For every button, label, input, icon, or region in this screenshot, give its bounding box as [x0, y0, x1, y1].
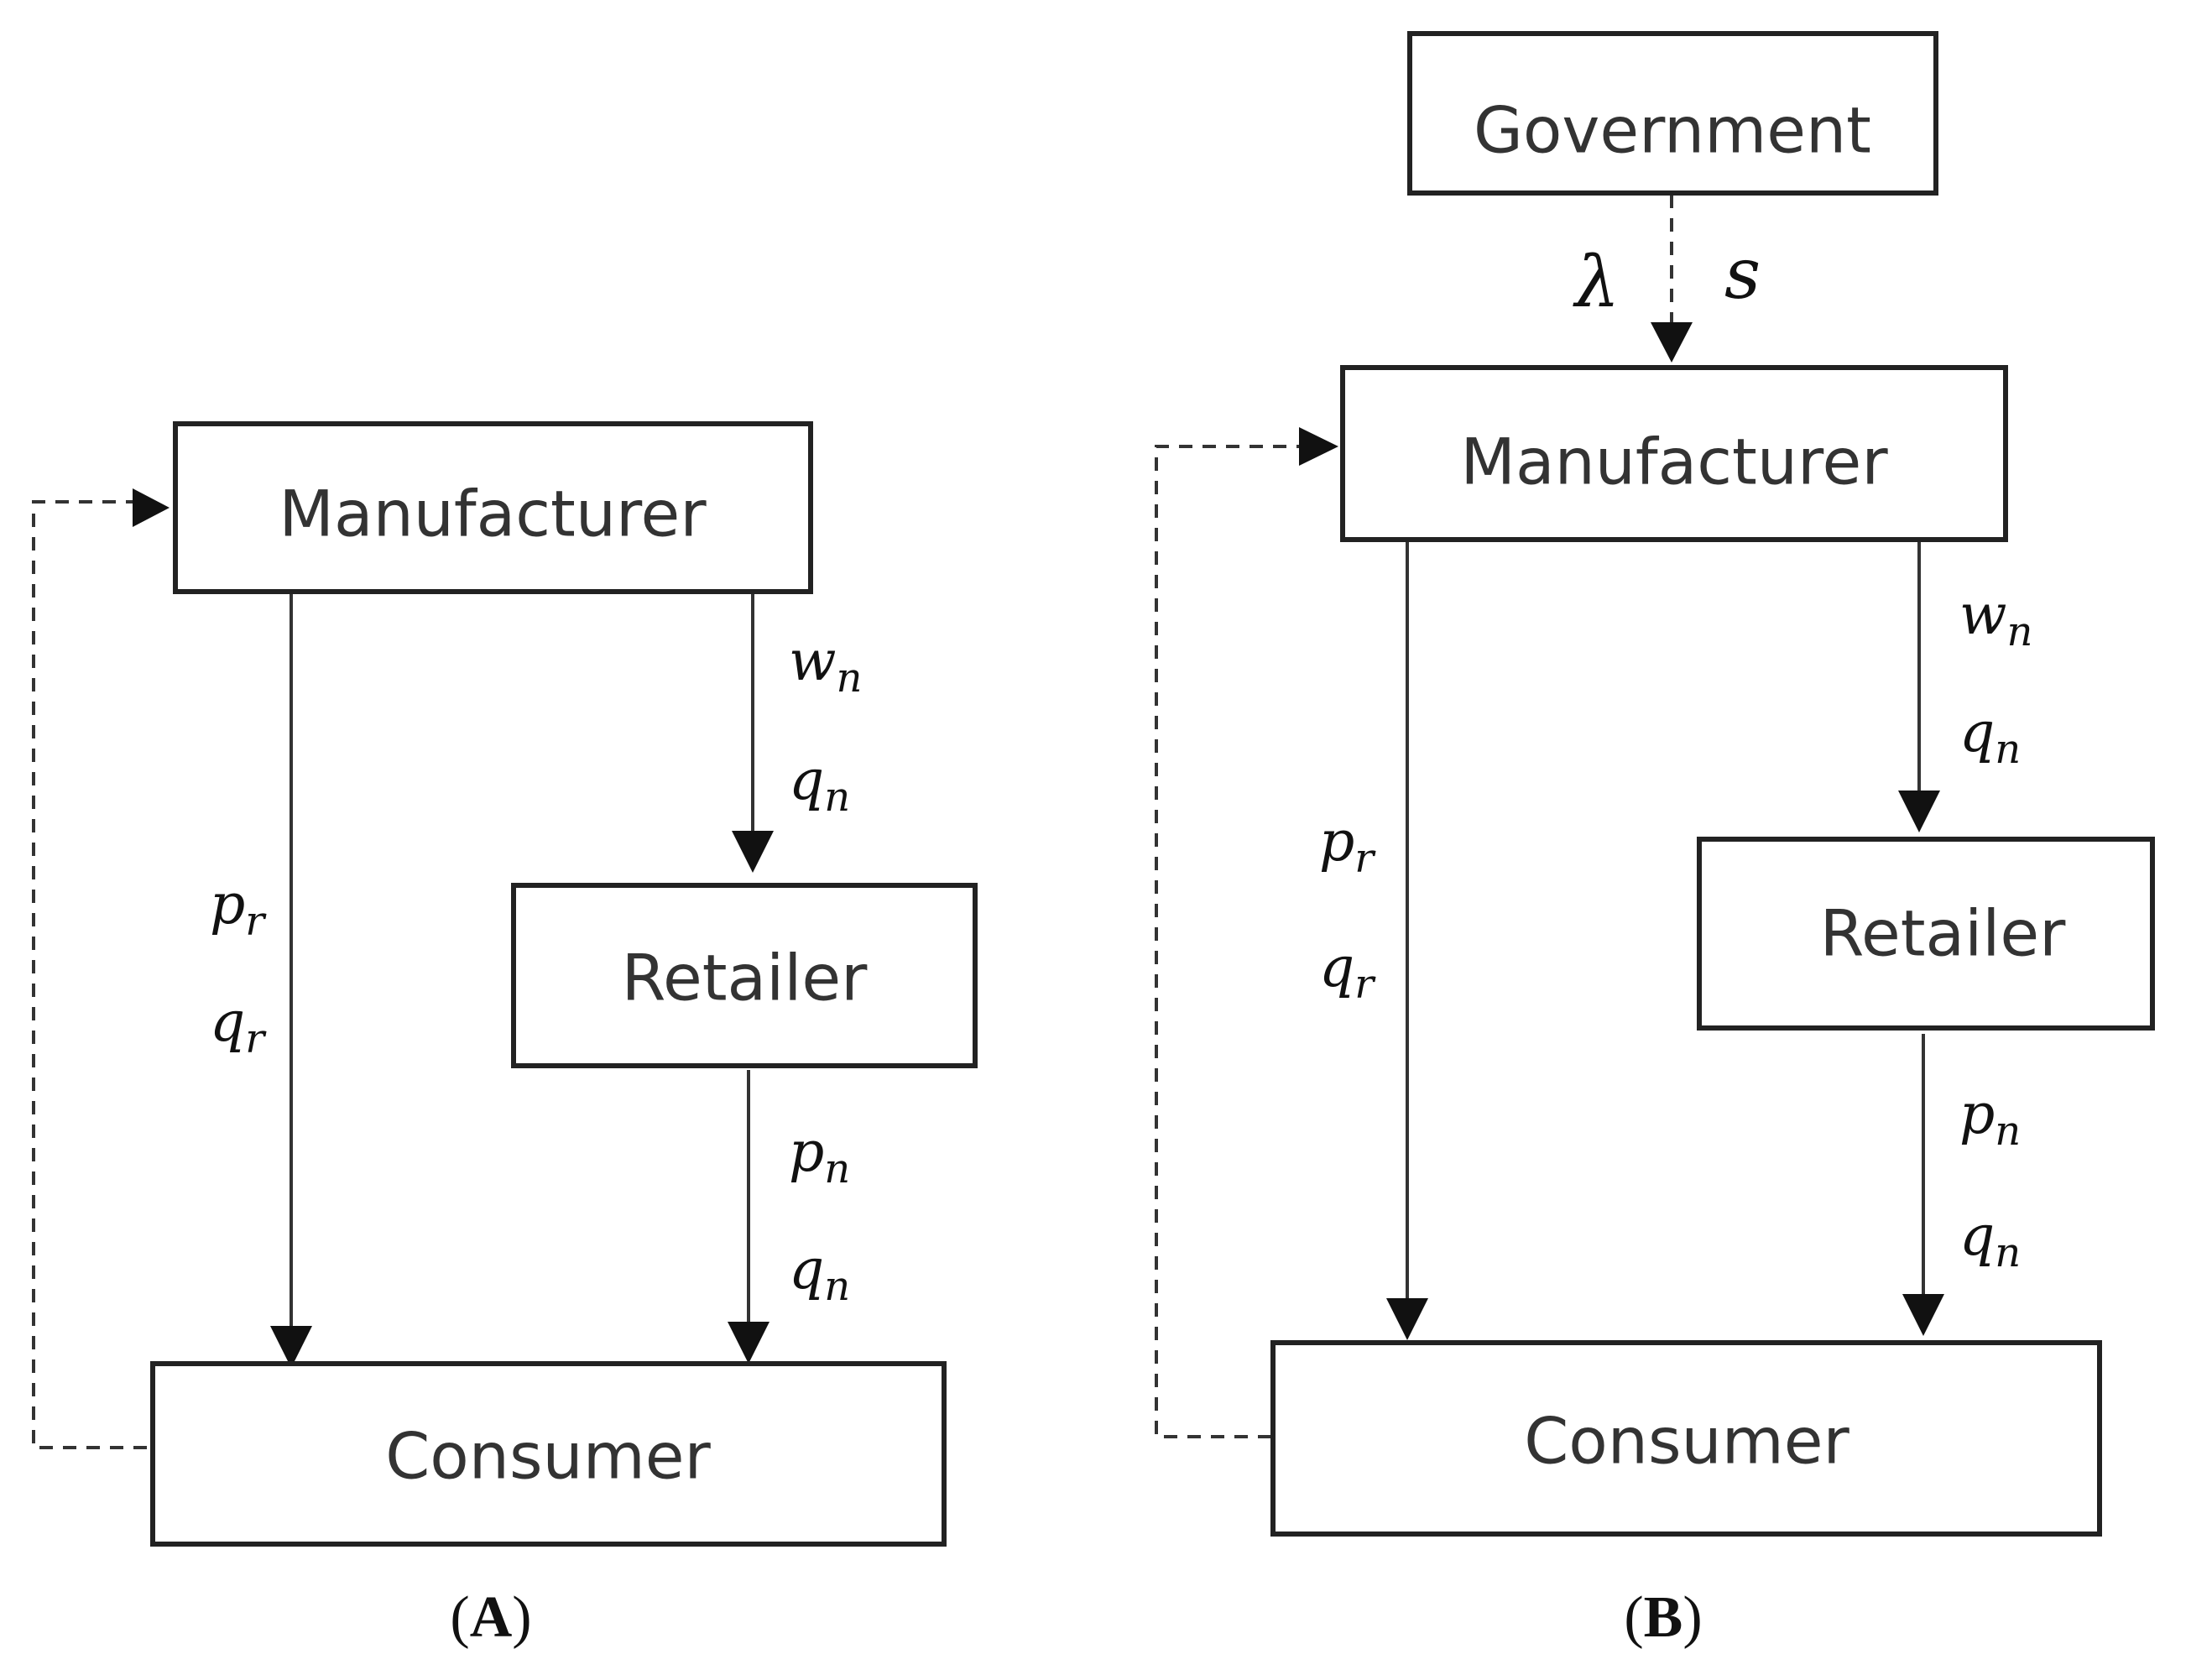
panel-b-price-remanufactured-label: pr [1319, 809, 1376, 882]
panel-a-quantity-new-to-retailer-label: qn [789, 748, 850, 821]
panel-a-feedback-dashed-arrow [32, 500, 147, 1449]
panel-a-retailer-box: Retailer [511, 883, 978, 1068]
panel-a-manufacturer-to-retailer-arrowhead [732, 831, 774, 873]
panel-b-feedback-dashed-arrow [1155, 445, 1299, 1438]
panel-b-price-new-label: pn [1959, 1082, 2021, 1155]
panel-a-manufacturer-box: Manufacturer [173, 421, 813, 594]
panel-b-lambda-label: λ [1573, 241, 1620, 323]
panel-b-retailer-label: Retailer [1820, 896, 2067, 971]
panel-a-manufacturer-to-consumer-arrowhead [270, 1326, 312, 1368]
panel-b-caption: (B) [1624, 1585, 1702, 1650]
panel-b-manufacturer-label: Manufacturer [1460, 425, 1888, 499]
panel-b-quantity-new-to-consumer-label: qn [1959, 1203, 2021, 1276]
panel-a-manufacturer-label: Manufacturer [279, 477, 707, 551]
panel-a-wholesale-price-label: wn [789, 629, 862, 702]
panel-a-caption: (A) [450, 1585, 531, 1650]
panel-b-government-box: Government [1407, 31, 1938, 196]
panel-b-consumer-box: Consumer [1270, 1340, 2102, 1537]
panel-b-subsidy-label: s [1724, 232, 1761, 315]
panel-a: Manufacturer Retailer Consumer pr qr wn … [32, 421, 978, 1650]
panel-b-manufacturer-box: Manufacturer [1340, 365, 2008, 542]
panel-a-retailer-label: Retailer [622, 941, 869, 1015]
panel-b-manufacturer-to-retailer-arrowhead [1898, 791, 1940, 832]
panel-b-government-to-manufacturer-arrowhead [1651, 322, 1693, 363]
panel-b-quantity-remanufactured-label: qr [1319, 935, 1376, 1008]
panel-a-price-new-label: pn [789, 1119, 850, 1192]
panel-b-wholesale-price-label: wn [1959, 582, 2032, 655]
panel-a-quantity-new-to-consumer-label: qn [789, 1237, 850, 1310]
panel-a-price-remanufactured-label: pr [210, 872, 267, 945]
panel-a-retailer-to-consumer-arrowhead [728, 1322, 770, 1364]
panel-b-quantity-new-to-retailer-label: qn [1959, 700, 2021, 773]
panel-a-consumer-box: Consumer [150, 1361, 947, 1547]
panel-b-retailer-box: Retailer [1697, 837, 2155, 1031]
panel-a-feedback-arrowhead [133, 488, 170, 527]
panel-a-quantity-remanufactured-label: qr [210, 989, 267, 1062]
panel-b-feedback-arrowhead [1299, 427, 1338, 466]
panel-b-manufacturer-to-consumer-arrowhead [1386, 1298, 1428, 1340]
panel-a-consumer-label: Consumer [385, 1419, 711, 1494]
panel-b-consumer-label: Consumer [1524, 1404, 1849, 1479]
panel-b-retailer-to-consumer-arrowhead [1902, 1294, 1944, 1336]
panel-b-government-label: Government [1474, 93, 1871, 168]
panel-b: Government Manufacturer Retailer Consume… [1155, 31, 2155, 1650]
